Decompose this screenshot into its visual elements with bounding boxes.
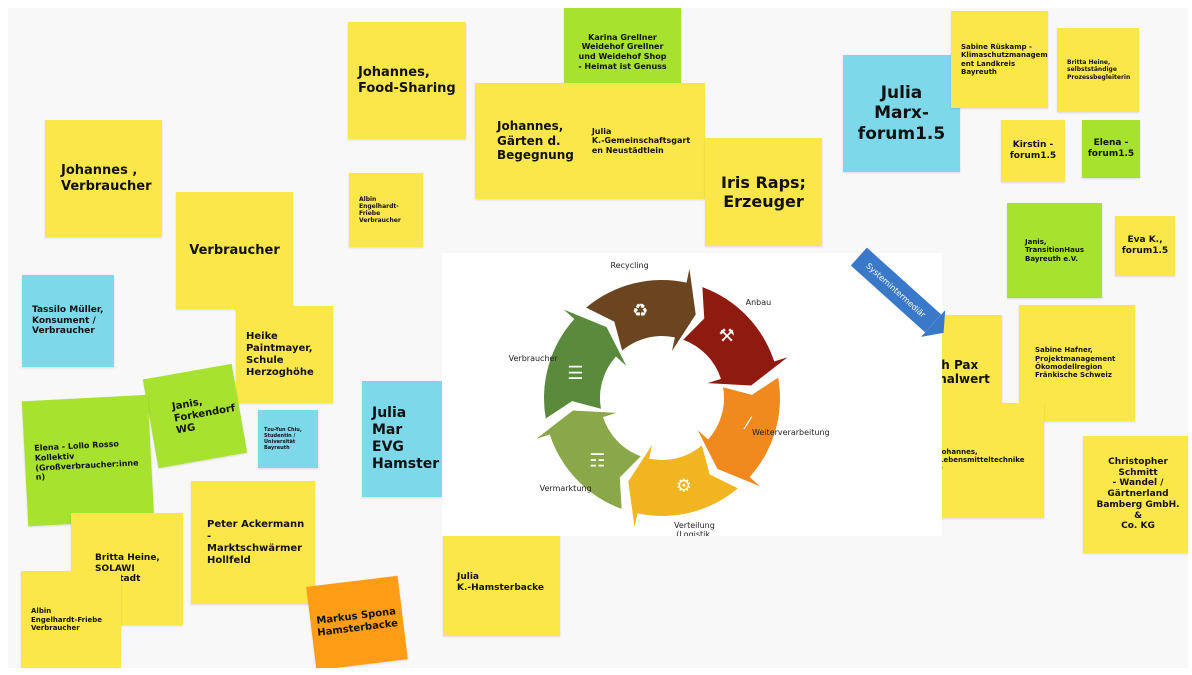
note-text: Verbraucher	[189, 242, 280, 258]
sticky-note-janis-transition[interactable]: Janis, TransitionHaus Bayreuth e.V.	[1007, 203, 1102, 298]
knife-icon: ∕	[743, 413, 753, 433]
sticky-note-peter[interactable]: Peter Ackermann - Marktschwärmer Hollfel…	[191, 481, 315, 604]
note-text: Iris Raps; Erzeuger	[721, 172, 806, 211]
note-text: Julia Mar EVG Hamster	[372, 405, 440, 472]
note-text: Eva K., forum1.5	[1121, 235, 1169, 256]
sticky-note-elena-lollo[interactable]: Elena - Lollo Rosso Kollektiv (Großverbr…	[21, 394, 155, 527]
sticky-note-kirstin[interactable]: Kirstin - forum1.5	[1001, 120, 1065, 182]
recycle-icon: ♻	[632, 301, 648, 321]
sticky-note-markus[interactable]: Markus Spona Hamsterbacke	[306, 575, 408, 668]
note-text: Julia K.-Hamsterbacke	[457, 571, 545, 593]
sticky-note-britta-prozess[interactable]: Britta Heine, selbstständige Prozessbegl…	[1057, 28, 1139, 112]
note-text: Sabine Rüskamp - Klimaschutzmanagem ent …	[961, 42, 1048, 76]
sticky-note-sabine-rueskamp[interactable]: Sabine Rüskamp - Klimaschutzmanagem ent …	[951, 11, 1048, 108]
sticky-note-janis-forkendorf[interactable]: Janis, Forkendorf WG	[142, 363, 248, 469]
sticky-note-johannes-lebensmittel[interactable]: Johannes, Lebensmitteltechnike r	[929, 403, 1044, 518]
stage-label: Recycling	[610, 261, 648, 270]
sticky-note-karina[interactable]: Karina Grellner Weidehof Grellner und We…	[564, 8, 681, 96]
note-text-secondary: Julia K.-Gemeinschaftsgart en Neustädtle…	[591, 126, 691, 155]
sticky-note-christopher[interactable]: Christopher Schmitt - Wandel / Gärtnerla…	[1083, 436, 1188, 553]
stage-label: Vermarktung	[540, 484, 592, 493]
gear-icon: ⚙	[676, 475, 692, 495]
note-text: Peter Ackermann - Marktschwärmer Hollfel…	[207, 518, 305, 566]
note-text: Johannes, Lebensmitteltechnike r	[939, 447, 1025, 473]
cycle-segment-weiterverarbeitung	[697, 377, 780, 487]
cycle-segment-verteilung	[628, 444, 738, 528]
shopping-cart-icon: ☶	[589, 451, 605, 471]
cycle-svg: ⚒ ∕ ⚙ ☶ ☰ ♻ AnbauWeiterverarbeitungVerteilung…	[509, 261, 830, 536]
note-text: Johannes, Gärten d. Begegnung	[497, 119, 574, 163]
sticky-note-sabine-hafner[interactable]: Sabine Hafner, Projektmanagement Ökomode…	[1019, 305, 1135, 421]
sticky-note-julia-k-hamster[interactable]: Julia K.-Hamsterbacke	[443, 529, 560, 636]
stage-label: Anbau	[746, 298, 772, 307]
cycle-segment-verbraucher	[544, 309, 627, 419]
sticky-note-tzu-yun[interactable]: Tzu-Yun Chiu, Studentin / Universität Ba…	[258, 410, 318, 468]
sticky-note-julia-marx-forum[interactable]: Julia Marx- forum1.5	[843, 55, 960, 172]
note-text: Johannes, Food-Sharing	[358, 64, 456, 96]
sticky-note-verbraucher[interactable]: Verbraucher	[176, 192, 293, 309]
note-text: Tassilo Müller, Konsument / Verbraucher	[32, 304, 104, 337]
sticky-note-johannes-food-sharing[interactable]: Johannes, Food-Sharing	[348, 22, 466, 139]
cycle-segment-recycling	[586, 268, 696, 352]
sticky-note-eva[interactable]: Eva K., forum1.5	[1115, 216, 1175, 276]
whiteboard-canvas[interactable]: Johannes, Food-Sharing Karina Grellner W…	[8, 8, 1188, 668]
stage-label: Verbraucher	[509, 354, 559, 363]
note-text: Janis, Forkendorf WG	[171, 396, 237, 437]
fork-trowel-icon: ⚒	[719, 325, 735, 345]
cycle-segment-vermarktung	[536, 410, 641, 509]
note-text: Elena - forum1.5	[1087, 138, 1135, 159]
note-text: Sabine Hafner, Projektmanagement Ökomode…	[1035, 346, 1116, 380]
note-text: Julia Marx- forum1.5	[857, 82, 946, 144]
cycle-segment-anbau	[683, 287, 788, 386]
sticky-note-albin-top[interactable]: Albin Engelhardt-Friebe Verbraucher	[349, 173, 423, 247]
sticky-note-heike[interactable]: Heike Paintmayer, Schule Herzoghöhe	[236, 306, 333, 403]
note-text: Heike Paintmayer, Schule Herzoghöhe	[246, 330, 314, 378]
note-text: Tzu-Yun Chiu, Studentin / Universität Ba…	[264, 427, 302, 451]
sticky-note-iris[interactable]: Iris Raps; Erzeuger	[705, 138, 822, 246]
stage-label: Weiterverarbeitung	[752, 428, 830, 437]
stage-label: Verteilung(Logistik,Lagerung)	[674, 521, 715, 536]
sticky-note-albin-bottom[interactable]: Albin Engelhardt-Friebe Verbraucher	[21, 571, 121, 668]
note-text: Elena - Lollo Rosso Kollektiv (Großverbr…	[34, 439, 139, 482]
sticky-note-julia-marx-evg[interactable]: Julia Mar EVG Hamster	[362, 381, 442, 497]
note-text: Kirstin - forum1.5	[1009, 140, 1057, 161]
sticky-note-johannes-gaerten[interactable]: Johannes, Gärten d. Begegnung Julia K.-G…	[475, 83, 705, 199]
note-text: Albin Engelhardt-Friebe Verbraucher	[359, 195, 401, 225]
sticky-note-johannes-verbraucher[interactable]: Johannes , Verbraucher	[45, 120, 162, 237]
sticky-note-tassilo[interactable]: Tassilo Müller, Konsument / Verbraucher	[22, 275, 114, 367]
note-text: Markus Spona Hamsterbacke	[315, 606, 399, 639]
note-text: Karina Grellner Weidehof Grellner und We…	[578, 32, 667, 71]
note-text: Britta Heine, selbstständige Prozessbegl…	[1067, 59, 1131, 81]
note-text: Johannes , Verbraucher	[61, 162, 152, 194]
note-text: Christopher Schmitt - Wandel / Gärtnerla…	[1096, 456, 1180, 532]
note-text: Janis, TransitionHaus Bayreuth e.V.	[1025, 237, 1085, 263]
note-text: Albin Engelhardt-Friebe Verbraucher	[31, 607, 103, 633]
cutlery-icon: ☰	[567, 363, 583, 383]
sticky-note-elena-forum[interactable]: Elena - forum1.5	[1082, 120, 1140, 178]
